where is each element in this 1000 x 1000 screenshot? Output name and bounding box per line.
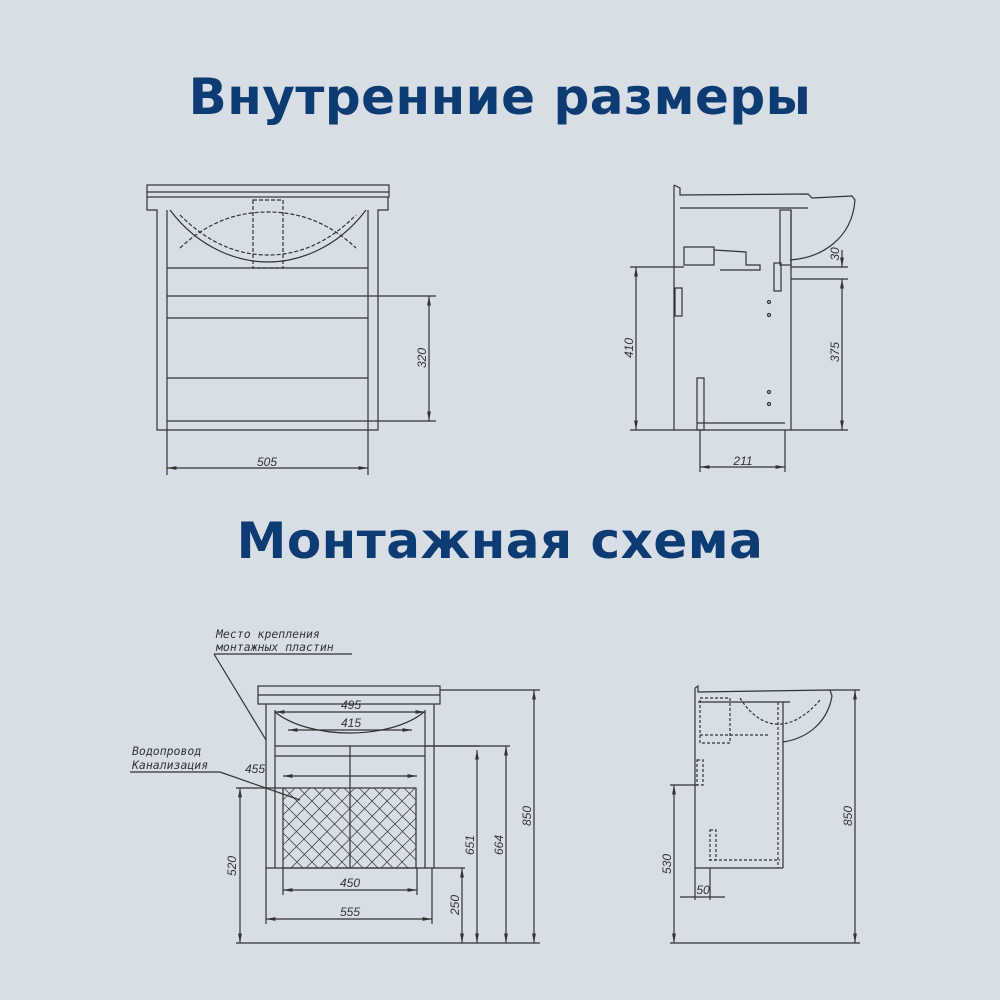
side-internal-view: [630, 184, 856, 472]
dim-505: 505: [257, 455, 277, 469]
front-internal-view: [146, 184, 436, 475]
dim-415: 415: [341, 716, 361, 730]
dim-850-side: 850: [841, 806, 855, 826]
dim-375: 375: [828, 342, 842, 362]
dim-211: 211: [732, 454, 752, 468]
dim-850-front: 850: [520, 806, 534, 826]
section-title-mounting-scheme: Монтажная схема: [236, 512, 764, 570]
dim-250: 250: [448, 895, 462, 916]
mounting-side-view: [670, 684, 860, 944]
dim-320: 320: [415, 348, 429, 368]
dim-495: 495: [341, 698, 361, 712]
dim-651: 651: [463, 835, 477, 855]
dim-50: 50: [696, 883, 710, 897]
dim-30: 30: [828, 247, 842, 261]
dim-520: 520: [225, 856, 239, 876]
dim-530: 530: [660, 854, 674, 874]
note-sewage: Канализация: [131, 758, 208, 772]
dim-455: 455: [245, 762, 265, 776]
section-title-internal-dimensions: Внутренние размеры: [188, 68, 812, 126]
dim-410: 410: [622, 338, 636, 358]
dim-555: 555: [340, 905, 360, 919]
note-water-supply: Водопровод: [132, 744, 201, 758]
note-mounting-plates-2: монтажных пластин: [215, 640, 334, 654]
dim-450: 450: [340, 876, 360, 890]
mounting-front-view: [130, 653, 540, 944]
dim-664: 664: [492, 835, 506, 855]
note-mounting-plates-1: Место крепления: [215, 627, 320, 641]
